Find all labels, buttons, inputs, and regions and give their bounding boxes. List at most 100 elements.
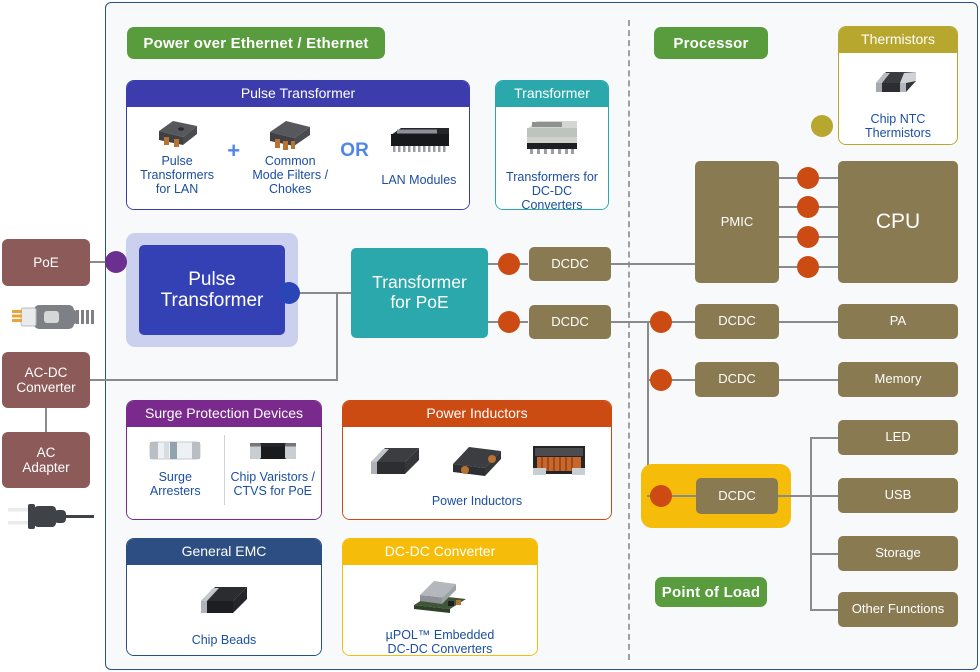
dcdc-top-block[interactable]: DCDC bbox=[529, 247, 611, 281]
dot-pmic-cpu-2 bbox=[797, 196, 819, 218]
memory-block[interactable]: Memory bbox=[838, 362, 958, 397]
line-dcdc-top-to-pmic bbox=[611, 263, 697, 265]
fanout-branch-storage bbox=[810, 553, 838, 555]
item-chip-varistors-ctvs[interactable]: Chip Varistors / CTVS for PoE bbox=[230, 435, 316, 499]
card-header-general-emc: General EMC bbox=[127, 539, 321, 566]
dcdc-memory-label: DCDC bbox=[718, 371, 756, 387]
card-header-pulse-transformer: Pulse Transformer bbox=[127, 81, 469, 108]
caption-power-inductors: Power Inductors bbox=[431, 494, 523, 509]
caption-chip-beads: Chip Beads bbox=[191, 633, 257, 648]
storage-block[interactable]: Storage bbox=[838, 536, 958, 571]
section-label-processor: Processor bbox=[654, 27, 768, 59]
dot-pmic-cpu-3 bbox=[797, 226, 819, 248]
dcdc-pa-label: DCDC bbox=[718, 313, 756, 329]
card-thermistors[interactable]: Thermistors Chip NTC Thermistors bbox=[838, 26, 958, 145]
card-dcdc-converter[interactable]: DC-DC Converter µPOL™ Embedded DC-DC Con… bbox=[342, 538, 538, 656]
card-body-surge-protection: Surge Arresters Chip Varistors / CTVS fo… bbox=[127, 427, 321, 519]
dot-poe-input bbox=[105, 251, 127, 273]
dot-dcdc-pa bbox=[650, 311, 672, 333]
section-divider-dashed bbox=[628, 20, 630, 660]
dcdc-pol-block[interactable]: DCDC bbox=[696, 478, 778, 514]
operator-plus: + bbox=[227, 138, 241, 164]
item-lan-modules[interactable]: LAN Modules bbox=[375, 125, 463, 187]
card-header-dcdc-converter: DC-DC Converter bbox=[343, 539, 537, 566]
pmic-label: PMIC bbox=[720, 213, 754, 229]
fanout-branch-usb bbox=[810, 495, 838, 497]
caption-surge-arresters: Surge Arresters bbox=[149, 470, 201, 499]
card-header-thermistors: Thermistors bbox=[839, 27, 957, 54]
fanout-branch-other bbox=[810, 609, 838, 611]
pol-section-label-text: Point of Load bbox=[661, 583, 761, 601]
dot-pmic-cpu-1 bbox=[797, 167, 819, 189]
card-header-transformer: Transformer bbox=[496, 81, 608, 108]
caption-chip-ntc-thermistors: Chip NTC Thermistors bbox=[865, 112, 931, 141]
card-header-power-inductors: Power Inductors bbox=[343, 401, 611, 428]
rail-vertical-right bbox=[647, 321, 649, 496]
poe-block[interactable]: PoE bbox=[2, 239, 90, 286]
section-label-power-over-ethernet: Power over Ethernet / Ethernet bbox=[127, 27, 385, 59]
card-body-thermistors: Chip NTC Thermistors bbox=[839, 53, 957, 144]
card-pulse-transformer[interactable]: Pulse Transformer Pulse Transformers for… bbox=[126, 80, 470, 210]
ac-adapter-label: AC Adapter bbox=[22, 444, 70, 475]
usb-block[interactable]: USB bbox=[838, 478, 958, 513]
caption-upol-embedded-dcdc: µPOL™ Embedded DC-DC Converters bbox=[385, 628, 495, 656]
card-transformer[interactable]: Transformer Transformers for DC-DC Conve… bbox=[495, 80, 609, 210]
pulse-transformer-main-label: Pulse Transformer bbox=[160, 268, 264, 311]
card-header-surge-protection: Surge Protection Devices bbox=[127, 401, 321, 428]
pa-block[interactable]: PA bbox=[838, 304, 958, 339]
chip-bead-component-icon bbox=[201, 587, 247, 614]
transformer-for-poe-block[interactable]: Transformer for PoE bbox=[351, 248, 488, 338]
dot-dcdc-second bbox=[498, 311, 520, 333]
cpu-block[interactable]: CPU bbox=[838, 161, 958, 283]
rj45-ethernet-connector-icon bbox=[8, 300, 94, 334]
line-acdc-to-bus bbox=[90, 379, 338, 381]
poe-label: PoE bbox=[33, 254, 59, 270]
dcdc-second-label: DCDC bbox=[551, 313, 589, 329]
other-functions-block[interactable]: Other Functions bbox=[838, 592, 958, 627]
ac-power-plug-icon bbox=[8, 500, 94, 534]
processor-section-label-text: Processor bbox=[673, 34, 749, 52]
card-body-pulse-transformer: Pulse Transformers for LAN + Common Mode… bbox=[127, 107, 469, 209]
led-block[interactable]: LED bbox=[838, 420, 958, 455]
power-inductor-smd-icon bbox=[453, 447, 501, 477]
dcdc-memory-block[interactable]: DCDC bbox=[695, 362, 779, 397]
dot-dcdc-pol bbox=[650, 485, 672, 507]
card-power-inductors[interactable]: Power Inductors bbox=[342, 400, 612, 520]
line-pol-internal bbox=[647, 495, 707, 497]
lan-module-component-icon bbox=[390, 128, 449, 153]
memory-label: Memory bbox=[874, 371, 922, 387]
card-body-power-inductors: Power Inductors bbox=[343, 427, 611, 519]
caption-lan-modules: LAN Modules bbox=[381, 173, 457, 188]
storage-label: Storage bbox=[875, 545, 921, 561]
line-acdc-to-adapter bbox=[45, 408, 47, 432]
card-surge-protection[interactable]: Surge Protection Devices Surge Arresters… bbox=[126, 400, 322, 520]
pmic-block[interactable]: PMIC bbox=[695, 161, 779, 283]
chip-ntc-thermistor-component-icon bbox=[876, 72, 916, 93]
caption-pulse-transformers-for-lan: Pulse Transformers for LAN bbox=[140, 154, 215, 197]
cpu-label: CPU bbox=[875, 210, 921, 234]
item-surge-arresters[interactable]: Surge Arresters bbox=[133, 435, 218, 498]
power-inductor-component-icon bbox=[371, 448, 419, 475]
card-general-emc[interactable]: General EMC Chip Beads bbox=[126, 538, 322, 656]
dot-dcdc-memory bbox=[650, 369, 672, 391]
caption-chip-varistors-ctvs: Chip Varistors / CTVS for PoE bbox=[230, 470, 316, 499]
ac-adapter-block[interactable]: AC Adapter bbox=[2, 432, 90, 488]
upol-embedded-dcdc-component-icon bbox=[414, 581, 466, 614]
line-dcdc-pa-to-pa bbox=[779, 321, 838, 323]
item-common-mode-filters-chokes[interactable]: Common Mode Filters / Chokes bbox=[246, 115, 334, 196]
led-label: LED bbox=[885, 429, 911, 445]
operator-or: OR bbox=[340, 140, 369, 162]
poe-section-label-text: Power over Ethernet / Ethernet bbox=[143, 34, 369, 52]
item-pulse-transformers-for-lan[interactable]: Pulse Transformers for LAN bbox=[133, 115, 221, 196]
dcdc-second-block[interactable]: DCDC bbox=[529, 305, 611, 339]
pulse-transformer-component-icon bbox=[159, 121, 198, 148]
surge-arrester-component-icon bbox=[149, 441, 201, 460]
line-bus-to-transformer-poe bbox=[290, 292, 352, 294]
card-body-general-emc: Chip Beads bbox=[127, 565, 321, 655]
pulse-transformer-main-block[interactable]: Pulse Transformer bbox=[139, 245, 285, 335]
card-body-dcdc-converter: µPOL™ Embedded DC-DC Converters bbox=[343, 565, 537, 656]
line-pol-to-fanout bbox=[778, 495, 812, 497]
dcdc-top-label: DCDC bbox=[551, 255, 589, 271]
dcdc-pa-block[interactable]: DCDC bbox=[695, 304, 779, 339]
ac-dc-converter-block[interactable]: AC-DC Converter bbox=[2, 352, 90, 408]
